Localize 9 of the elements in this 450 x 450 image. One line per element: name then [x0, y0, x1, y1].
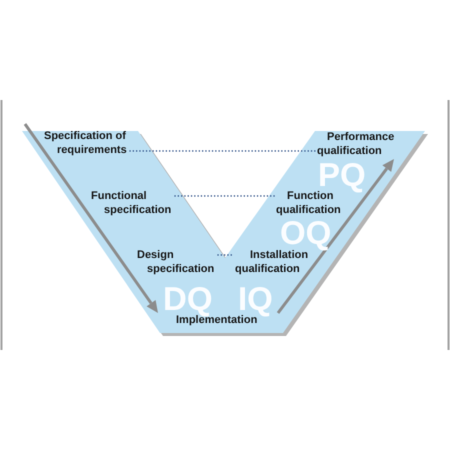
- stage-label: Performance qualification: [317, 130, 397, 158]
- stage-label: Function qualification: [276, 189, 343, 217]
- stage-label: Installation qualification: [235, 248, 311, 276]
- stage-label: Specification of requirements: [44, 129, 129, 157]
- dotted-line: [129, 150, 317, 152]
- dotted-line: [217, 254, 235, 256]
- stage-label: Functional specification: [91, 189, 174, 217]
- stage-label: Implementation: [176, 314, 258, 327]
- stage-label: Design specification: [137, 248, 217, 276]
